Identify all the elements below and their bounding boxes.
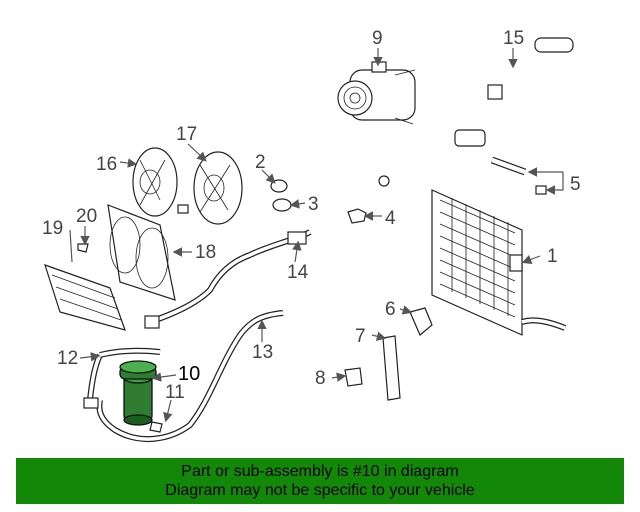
info-banner: Part or sub-assembly is #10 in diagram D…: [16, 458, 624, 504]
ac-hose-assembly: [376, 37, 574, 187]
compressor: [337, 61, 416, 125]
callout-4: 4: [385, 208, 396, 229]
callout-13: 13: [252, 342, 273, 363]
cap-3: [272, 198, 292, 212]
banner-line-2: Diagram may not be specific to your vehi…: [165, 482, 475, 499]
callout-5: 5: [570, 174, 581, 195]
callout-19: 19: [42, 218, 63, 239]
banner-line-1: Part or sub-assembly is #10 in diagram: [181, 463, 459, 480]
leader-lines: [69, 48, 564, 423]
ac-tube-fitting: [490, 156, 547, 195]
callout-9: 9: [372, 28, 383, 49]
liquid-line: [144, 229, 312, 329]
callout-14: 14: [287, 262, 309, 283]
bracket-7: [382, 335, 401, 401]
callout-20: 20: [76, 206, 97, 227]
callout-16: 16: [96, 154, 117, 175]
parts-diagram: 1 2 3 4 5 6 7 8 9 10 11 12 13 14 15 16 1…: [42, 28, 581, 443]
callout-2: 2: [255, 152, 266, 173]
callout-15: 15: [503, 28, 524, 49]
hose-13: [96, 310, 284, 443]
callout-labels: 1 2 3 4 5 6 7 8 9 10 11 12 13 14 15 16 1…: [42, 28, 581, 403]
switch-4: [347, 208, 367, 224]
bracket-6: [409, 307, 433, 336]
bracket-8: [344, 367, 363, 387]
callout-11: 11: [165, 382, 185, 403]
callout-17: 17: [176, 124, 197, 145]
condenser: [431, 189, 567, 336]
callout-7: 7: [355, 326, 366, 347]
line-12: [83, 347, 161, 409]
callout-12: 12: [57, 348, 78, 369]
callout-6: 6: [385, 299, 396, 320]
callout-10: 10: [178, 363, 200, 385]
callout-18: 18: [195, 242, 216, 263]
fan-assembly: [132, 147, 243, 225]
grille-bracket: [44, 264, 126, 331]
callout-3: 3: [308, 194, 319, 215]
clip-20: [77, 243, 89, 253]
callout-1: 1: [547, 246, 558, 267]
callout-8: 8: [315, 368, 326, 389]
fan-shroud: [107, 204, 176, 301]
clip-11: [149, 421, 163, 433]
receiver-drier: [119, 360, 157, 426]
